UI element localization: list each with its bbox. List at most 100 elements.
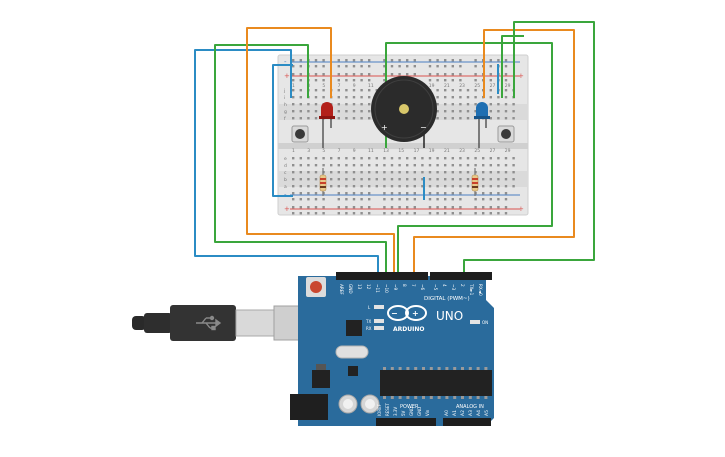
rail-minus-label: - [284,58,287,66]
buzzer-plus-label: + [381,123,388,132]
column-number: 21 [444,83,450,89]
analog-pin-label: A2 [460,410,466,416]
red-led[interactable] [319,102,335,148]
resistor-left[interactable] [319,168,327,196]
wire-orange-right[interactable] [413,29,575,276]
usb-interface-chip [346,320,362,336]
power-pin-label: RESET [385,403,390,416]
digital-pin-label: ~10 [384,284,389,293]
usb-cable[interactable] [132,305,303,341]
digital-pin-label: ~11 [375,284,380,293]
column-number: 13 [383,148,389,154]
digital-pin-label: ~6 [420,284,425,291]
column-number: 19 [429,83,435,89]
pushbutton-left[interactable] [291,125,309,143]
on-led-label: ON [482,320,488,325]
column-number: 21 [444,148,450,154]
piezo-buzzer[interactable]: + − [371,76,437,148]
rail-plus-label-right-bottom: + [518,205,524,213]
digital-header-right [430,272,492,280]
column-number: 11 [368,148,374,154]
column-number: 29 [505,148,511,154]
reset-button[interactable] [306,277,326,297]
wire-green-buzzer[interactable] [385,42,553,276]
analog-header [443,418,491,426]
column-number: 27 [490,83,496,89]
power-pin-label: GND [409,407,414,416]
wire-blue-left[interactable] [194,49,379,276]
digital-pin-label: ~9 [393,284,398,291]
column-number: 15 [398,148,404,154]
capacitor-2 [360,394,380,414]
buzzer-minus-label: − [420,123,427,132]
blue-led[interactable] [474,102,490,148]
arduino-logo: − + [387,305,427,321]
capacitor-1 [338,394,358,414]
digital-pin-label: 8 [402,284,407,287]
row-letter: j [283,88,285,94]
center-channel [278,143,528,149]
pushbutton-right[interactable] [497,125,515,143]
column-number: 3 [307,148,310,154]
power-jack[interactable] [290,394,328,420]
power-pin-label: 5V [401,410,406,416]
arduino-uno-board[interactable]: − + ARDUINO UNO L TX RX ON [290,272,494,426]
analog-pin-label: A3 [468,410,474,416]
digital-pin-label: RX◄0 [478,284,483,296]
digital-pin-label: 4 [442,284,447,287]
row-letter: g [284,110,287,115]
column-number: 17 [414,148,420,154]
svg-text:+: + [412,309,419,318]
analog-in-label: ANALOG IN [456,404,484,410]
resistor-right[interactable] [471,168,479,196]
tx-led [374,319,384,323]
wire-green-left[interactable] [214,44,387,276]
rail-plus-label: + [284,72,290,80]
column-number: 23 [459,148,465,154]
column-number: 7 [338,83,341,89]
column-number: 29 [505,83,511,89]
row-letter: a [284,185,287,190]
digital-pin-label: 2 [460,284,465,287]
digital-pin-label: 7 [411,284,416,287]
row-letter: c [284,171,287,176]
wire-blue-rail-left[interactable] [272,64,293,197]
column-number: 5 [322,83,325,89]
column-number: 1 [292,83,295,89]
row-letter: f [284,116,286,122]
wire-green-right[interactable] [463,21,595,276]
column-number: 25 [474,148,480,154]
column-number: 5 [322,148,325,154]
digital-pin-label: AREF [339,284,344,295]
column-number: 9 [353,148,356,154]
row-letter: e [284,157,287,162]
analog-pin-label: A4 [476,410,482,416]
svg-text:−: − [391,309,398,318]
row-letter: i [284,95,285,101]
wire-orange-left[interactable] [246,27,395,276]
board-model-text: UNO [436,309,463,323]
digital-pin-label: TX►1 [469,283,474,296]
power-label: POWER [400,404,419,410]
column-number: 23 [459,83,465,89]
wire-green-right-inner[interactable] [501,35,524,98]
row-letter: b [284,177,287,183]
analog-pin-label: A5 [484,410,490,416]
power-pin-label: Vin [425,409,430,416]
atmega-chip [380,367,492,399]
l-led-label: L [368,305,371,310]
rx-led [374,326,384,330]
small-ic [348,366,358,376]
power-pin-label: IOREF [377,403,382,416]
column-number: 25 [474,83,480,89]
column-number: 19 [429,148,435,154]
row-letter: d [284,163,287,169]
analog-pin-label: A1 [452,410,458,416]
digital-pin-label: ~5 [433,284,438,291]
digital-pwm-label: DIGITAL (PWM~) [424,296,470,302]
arduino-brand-text: ARDUINO [393,326,424,333]
crystal-oscillator [335,345,369,359]
